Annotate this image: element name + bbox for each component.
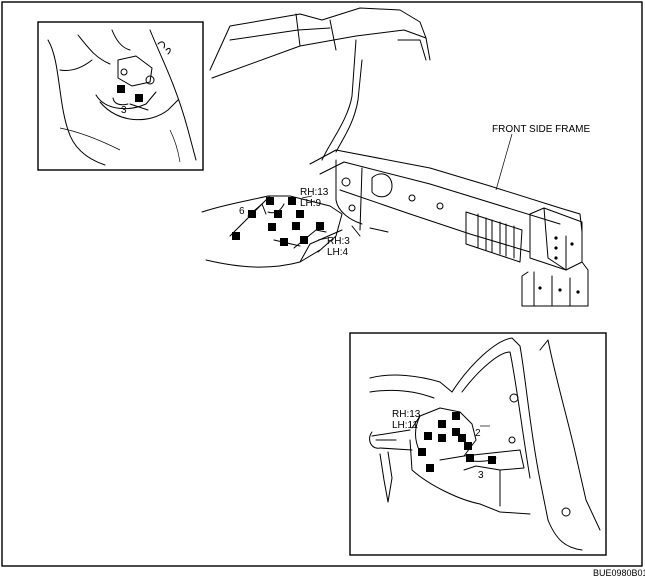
inset-bottom-lh-label: LH:11 <box>392 420 418 431</box>
inset-top-left: 3 <box>37 21 204 171</box>
inset-top-left-drawing <box>47 29 197 166</box>
inset-bottom-right-drawing <box>369 337 601 551</box>
main-upper-lh-label: LH:9 <box>300 198 322 209</box>
inset-bottom-count-a: 2 <box>475 428 481 439</box>
inset-bottom-right: RH:13 LH:11 2 3 <box>349 332 607 556</box>
main-lower-rh-label: RH:3 <box>327 236 350 247</box>
figure-code: BUE0980B011 <box>593 568 645 578</box>
front-side-frame-label: FRONT SIDE FRAME <box>492 124 590 135</box>
main-left-count-label: 6 <box>239 206 245 217</box>
inset-bottom-right-frame <box>349 332 607 556</box>
inset-bottom-count-b: 3 <box>478 470 484 481</box>
inset-top-left-frame <box>37 21 204 171</box>
main-lower-lh-label: LH:4 <box>327 247 349 258</box>
main-drawing <box>201 7 589 307</box>
inset-bottom-rh-label: RH:13 <box>392 409 421 420</box>
figure-border <box>1 1 643 567</box>
inset-top-left-count: 3 <box>121 105 127 116</box>
main-upper-rh-label: RH:13 <box>300 187 329 198</box>
